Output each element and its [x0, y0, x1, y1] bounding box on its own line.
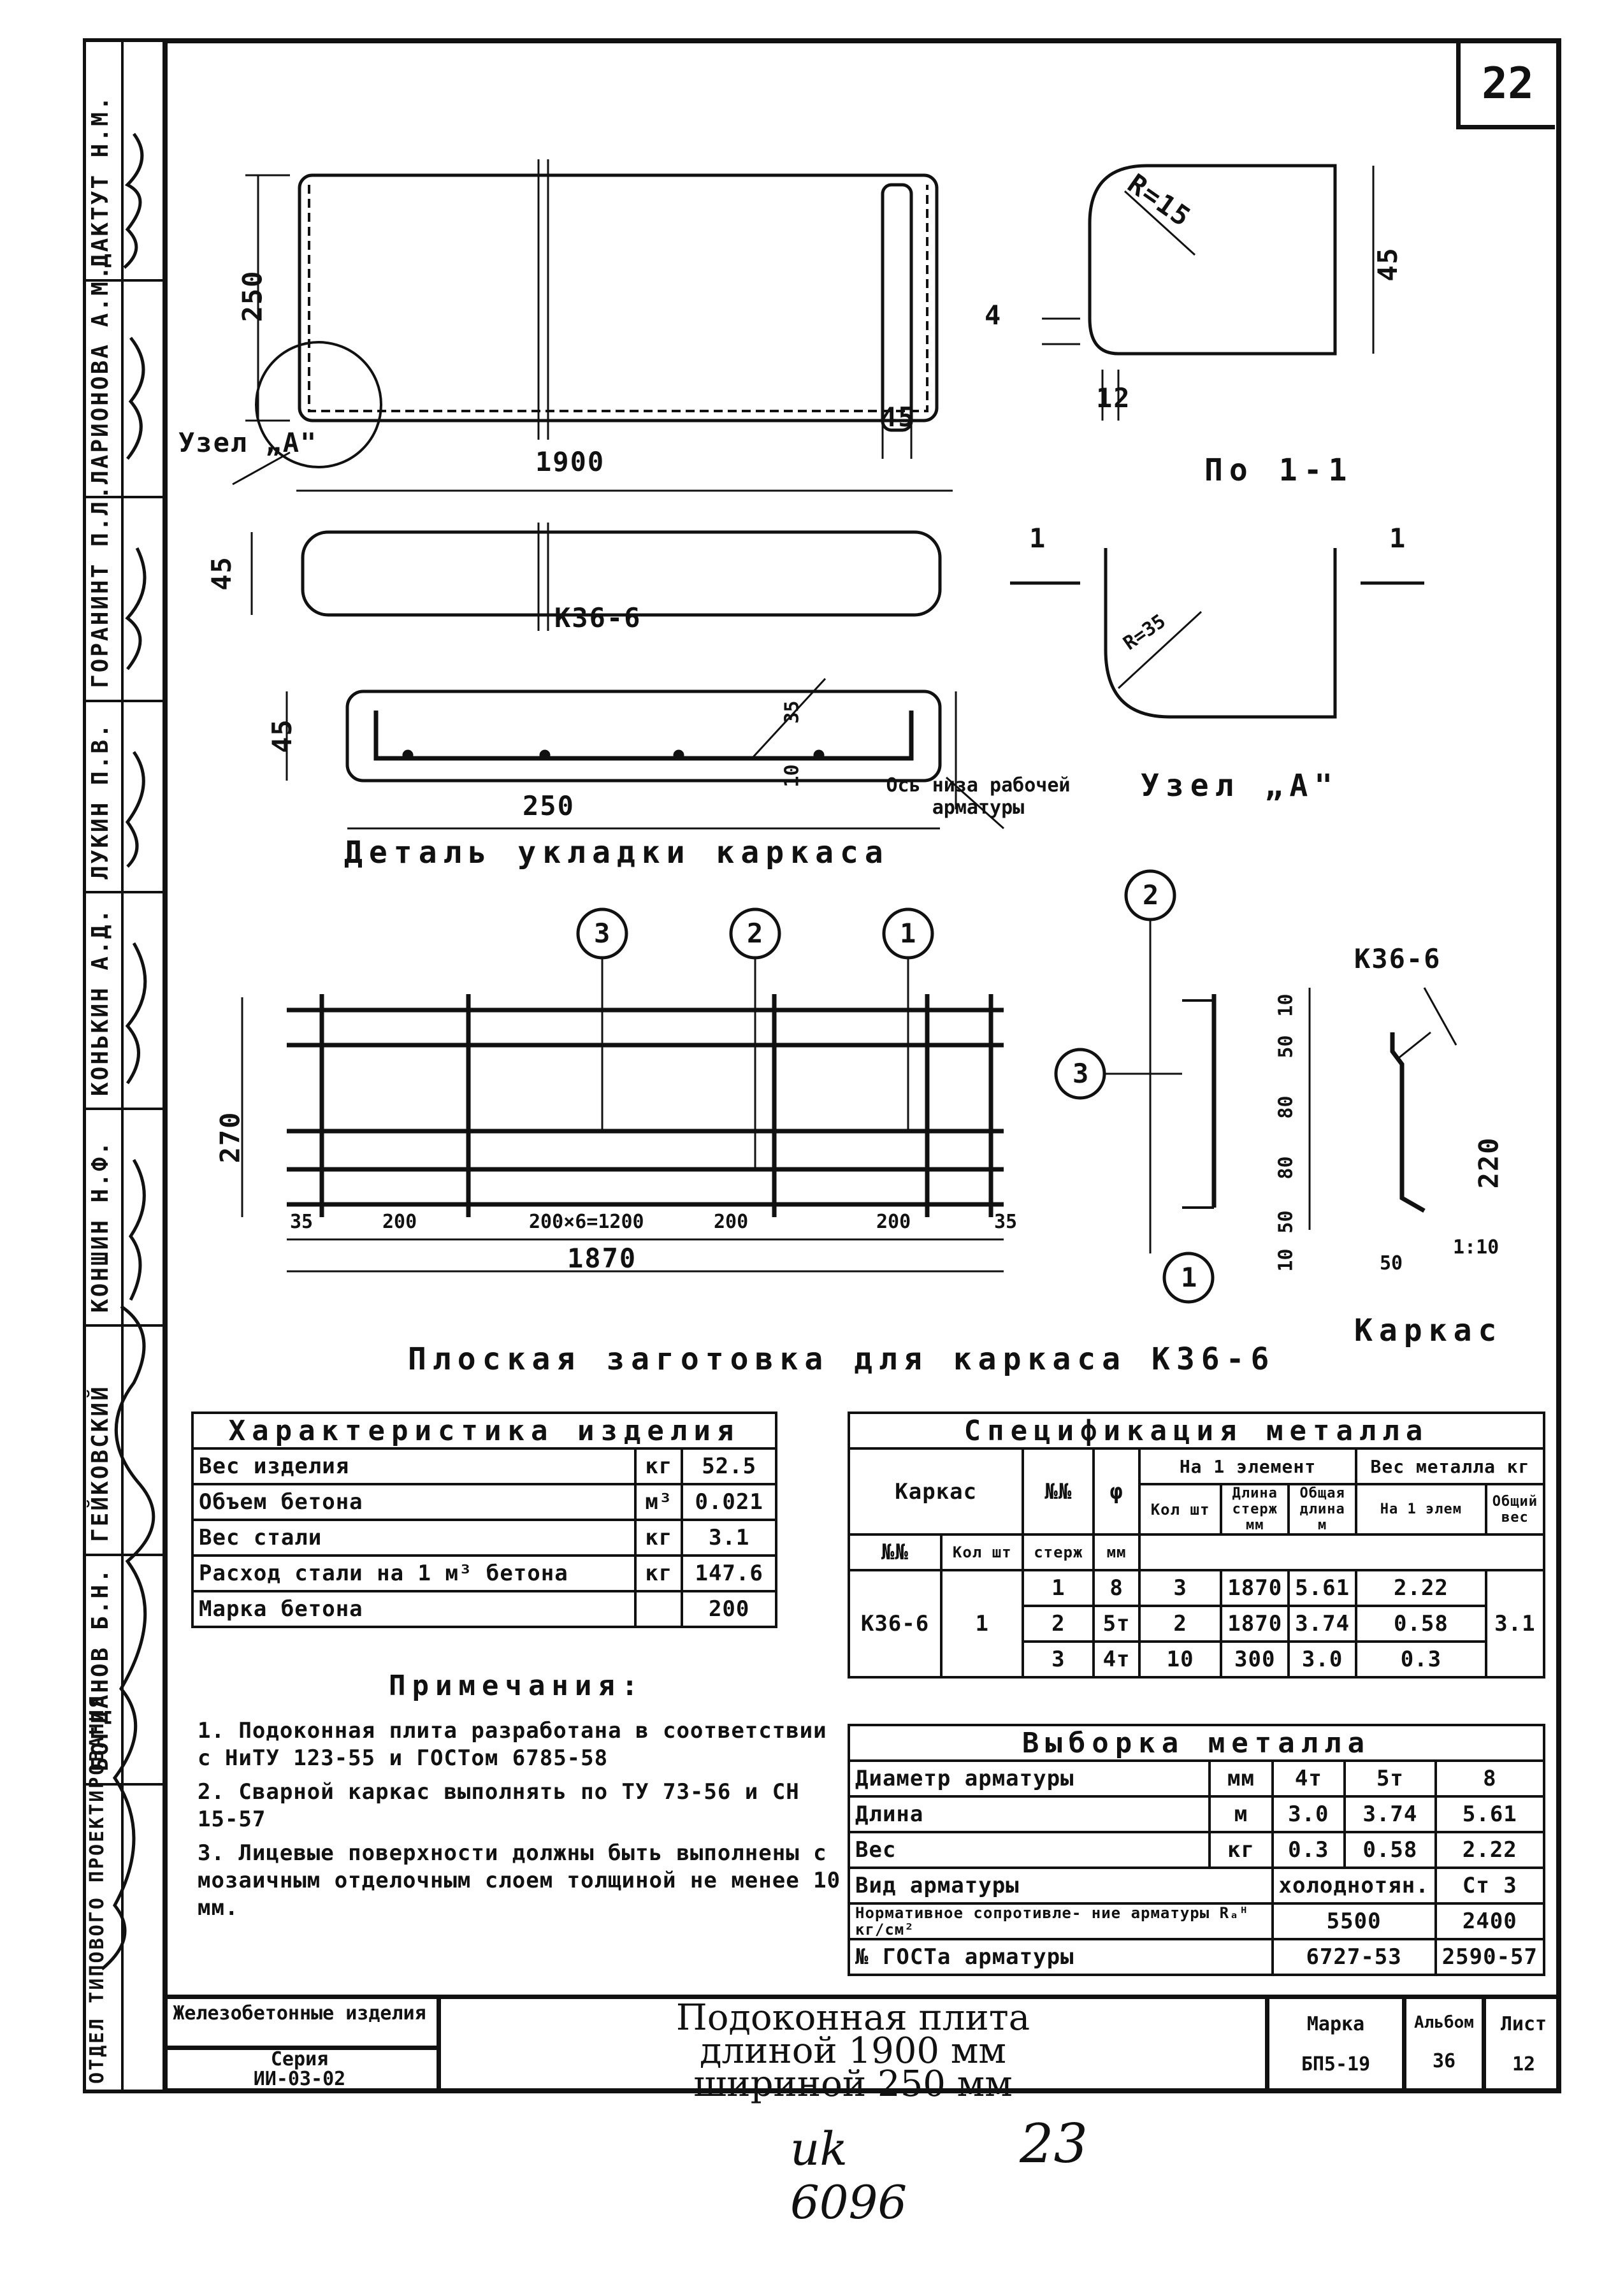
table-row: 3 4т 10 300 3.0 0.3: [849, 1640, 1544, 1679]
cage-vdim-5: 50: [1275, 1210, 1297, 1234]
table-row: Диаметр арматуры мм 4т 5т 8: [847, 1759, 1546, 1798]
cage-bottom-dim: 50: [1380, 1252, 1403, 1274]
marker-3: 3: [594, 918, 612, 949]
cage-cover-top: 35: [781, 700, 804, 724]
notes-title: Примечания:: [389, 1670, 645, 1702]
cage-cover-bottom: 10: [781, 764, 804, 788]
table-row: К36-6 1 1 8 3 1870 5.61 2.22 3.1: [847, 1569, 1546, 1679]
blank-dim-1: 35: [290, 1211, 314, 1233]
blank-dim-4: 200: [714, 1211, 749, 1233]
product-title: Подоконная плита длиной 1900 мм шириной …: [675, 1997, 1030, 2105]
blank-dim-2: 200: [382, 1211, 417, 1233]
table-row: Нормативное сопротивле- ние арматуры Rₐᴴ…: [848, 1902, 1546, 1940]
note-item: 3. Лицевые поверхности должны быть выпол…: [198, 1840, 841, 1921]
edge-dim: 45: [881, 401, 916, 433]
cage-section-mark: К36-6: [1354, 943, 1441, 974]
elevation-length-dim: 1900: [535, 446, 605, 477]
corner-dim-a: 4: [985, 300, 1002, 331]
spec-table: Спецификация металла Каркас №№ φ На 1 эл…: [847, 1412, 1546, 1679]
blank-dim-5: 200: [876, 1211, 911, 1233]
table-row: Марка бетона 200: [191, 1590, 777, 1628]
cage-vdim-2: 50: [1275, 1035, 1297, 1058]
axis-note: Ось низа рабочей арматуры: [886, 774, 1071, 819]
characteristics-table: Характеристика изделия Вес изделия кг 52…: [191, 1412, 777, 1628]
characteristics-title: Характеристика изделия: [191, 1412, 777, 1450]
tb-album-cell: Альбом 36: [1402, 1995, 1482, 2093]
handwritten-note: uk 6096: [790, 2122, 907, 2229]
note-item: 1. Подоконная плита разработана в соотве…: [198, 1718, 827, 1771]
table-row: Объем бетона м³ 0.021: [191, 1483, 777, 1521]
tb-category-cell: Железобетонные изделия: [163, 1995, 437, 2046]
cut-mark-right: 1: [1389, 523, 1407, 554]
node-a-title: Узел „А": [1141, 768, 1340, 804]
drawing-frame: [163, 38, 1561, 2093]
sheet-number: 22: [1456, 43, 1555, 129]
cage-width-dim: 250: [523, 790, 575, 821]
sample-title: Выборка металла: [848, 1724, 1545, 1762]
cut-mark-left: 1: [1029, 523, 1047, 554]
table-row: Вид арматуры холоднотян. Ст 3: [848, 1866, 1546, 1905]
cage-vdim-6: 10: [1275, 1248, 1297, 1272]
spec-title: Спецификация металла: [848, 1412, 1545, 1450]
table-row: Длина м 3.0 3.74 5.61: [847, 1795, 1546, 1833]
product-mark: БП5-19: [1301, 2053, 1371, 2076]
signatures: [83, 133, 163, 1970]
corner-height-dim: 45: [1371, 247, 1403, 282]
cage-vdim-1: 10: [1275, 993, 1297, 1017]
cage-vdim-4: 80: [1275, 1156, 1297, 1180]
cage-title: Каркас: [1354, 1313, 1503, 1348]
corner-dim-b: 12: [1096, 382, 1131, 414]
table-row: Вес изделия кг 52.5: [191, 1447, 777, 1485]
blank-total-dim: 1870: [567, 1243, 637, 1274]
cage-slope: 1:10: [1453, 1236, 1499, 1259]
handwritten-page: 23: [1020, 2112, 1088, 2175]
table-row: № ГОСТа арматуры 6727-53 2590-57: [848, 1938, 1546, 1976]
cage-detail-title: Деталь укладки каркаса: [344, 835, 890, 870]
table-row: Вес стали кг 3.1: [191, 1519, 777, 1557]
blank-height-dim: 270: [214, 1111, 246, 1164]
blank-dim-3: 200×6=1200: [529, 1211, 644, 1233]
table-row: Вес кг 0.3 0.58 2.22: [847, 1831, 1546, 1869]
elevation-height-dim: 45: [205, 556, 237, 591]
blank-dim-6: 35: [994, 1211, 1018, 1233]
marker-2: 2: [747, 918, 765, 949]
table-row: 2 5т 2 1870 3.74 0.58: [849, 1605, 1544, 1643]
note-item: 2. Сварной каркас выполнять по ТУ 73-56 …: [198, 1779, 800, 1832]
marker-1: 1: [900, 918, 918, 949]
flat-blank-title: Плоская заготовка для каркаса К36-6: [408, 1341, 1276, 1377]
tb-title-cell: Подоконная плита длиной 1900 мм шириной …: [437, 1995, 1265, 2102]
cage-marker-1: 1: [1181, 1262, 1199, 1293]
notes-list: 1. Подоконная плита разработана в соотве…: [198, 1717, 841, 1922]
cage-marker-2: 2: [1143, 879, 1160, 911]
tb-mark-cell: Марка БП5-19: [1265, 1995, 1402, 2093]
cage-height-220: 220: [1473, 1136, 1505, 1189]
plan-width-dim: 250: [236, 270, 268, 322]
tb-sheet-cell: Лист 12: [1482, 1995, 1561, 2093]
left-strip-divider: [121, 38, 124, 2093]
node-a-callout: Узел „А": [178, 427, 318, 458]
cage-vdim-3: 80: [1275, 1095, 1297, 1119]
metal-sample-table: Выборка металла Диаметр арматуры мм 4т 5…: [847, 1724, 1546, 1976]
cage-frame-mark: К36-6: [554, 602, 642, 633]
title-block: Железобетонные изделия Серия ИИ-03-02 По…: [163, 1995, 1561, 2102]
table-row: Расход стали на 1 м³ бетона кг 147.6: [191, 1554, 777, 1592]
section-1-1-title: По 1-1: [1204, 452, 1354, 488]
cage-height-dim: 45: [266, 718, 298, 753]
cage-marker-3: 3: [1073, 1058, 1090, 1089]
technical-drawings: [232, 159, 1457, 1304]
tb-series-cell: Серия ИИ-03-02: [163, 2046, 437, 2093]
